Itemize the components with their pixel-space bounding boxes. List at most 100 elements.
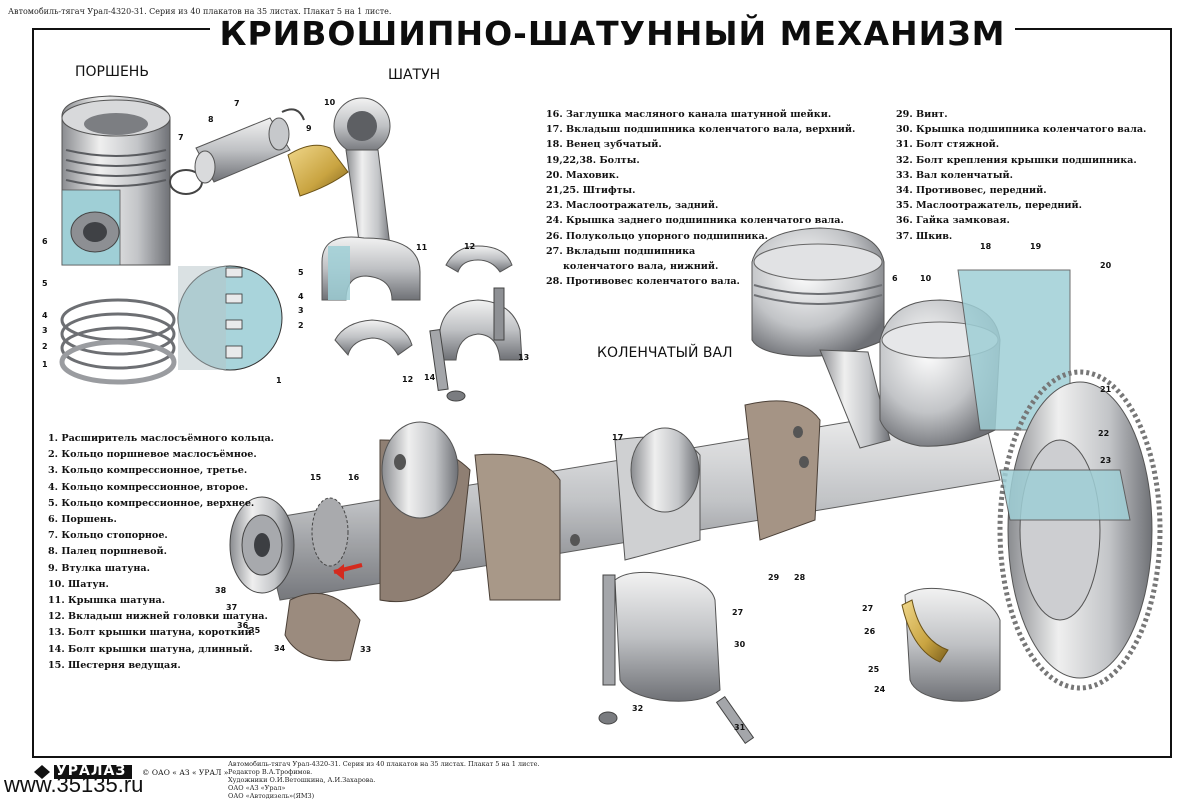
legend-item: 24. Крышка заднего подшипника коленчатог… [546, 215, 844, 227]
legend-parts-16-28: 16. Заглушка масляного канала шатунной ш… [546, 107, 855, 289]
legend-item: 9. Втулка шатуна. [48, 562, 150, 574]
svg-text:14: 14 [424, 373, 436, 382]
title-backdrop [210, 16, 1015, 50]
svg-text:30: 30 [734, 640, 746, 649]
legend-item: 10. Шатун. [48, 578, 109, 590]
legend-item: 31. Болт стяжной. [896, 139, 1000, 151]
legend-item: 34. Противовес, передний. [896, 185, 1047, 197]
flywheel [997, 369, 1163, 691]
logo-text: УРАЛАЗ [56, 763, 127, 779]
svg-text:12: 12 [402, 375, 413, 384]
legend-parts-1-15: 1. Расширитель маслосъёмного кольца. 2. … [48, 431, 274, 674]
legend-parts-29-37: 29. Винт. 30. Крышка подшипника коленчат… [896, 107, 1146, 244]
svg-text:28: 28 [794, 573, 806, 582]
crankshaft [259, 399, 1001, 603]
svg-text:31: 31 [734, 723, 746, 732]
svg-text:34: 34 [274, 644, 286, 653]
svg-text:21: 21 [1100, 385, 1112, 394]
poster-title: КРИВОШИПНО-ШАТУННЫЙ МЕХАНИЗМ [219, 14, 1006, 53]
legend-item: 19,22,38. Болты. [546, 154, 640, 166]
svg-text:2: 2 [298, 321, 304, 330]
svg-text:13: 13 [518, 353, 529, 362]
svg-text:27: 27 [732, 608, 743, 617]
svg-text:17: 17 [612, 433, 623, 442]
svg-text:9: 9 [306, 124, 312, 133]
svg-text:18: 18 [980, 242, 992, 251]
svg-text:12: 12 [464, 242, 475, 251]
svg-text:4: 4 [42, 311, 48, 320]
legend-item: 26. Полукольцо упорного подшипника. [546, 230, 769, 242]
credit-line: ОАО «АЗ «Урал» [228, 784, 286, 792]
legend-item: 4. Кольцо компрессионное, второе. [48, 481, 249, 493]
legend-item: 11. Крышка шатуна. [48, 595, 166, 607]
svg-text:29: 29 [768, 573, 780, 582]
svg-text:1: 1 [42, 360, 48, 369]
svg-text:26: 26 [864, 627, 876, 636]
legend-item: 13. Болт крышки шатуна, короткий. [48, 627, 256, 639]
legend-item: 23. Маслоотражатель, задний. [546, 200, 719, 212]
legend-item: 7. Кольцо стопорное. [48, 530, 168, 542]
legend-item: 20. Маховик. [546, 169, 620, 181]
svg-text:5: 5 [298, 268, 304, 277]
legend-item: 27. Вкладыш подшипника [546, 245, 696, 257]
legend-item: 33. Вал коленчатый. [896, 169, 1013, 181]
section-crankshaft-label: КОЛЕНЧАТЫЙ ВАЛ [597, 345, 733, 361]
ural-az-logo [34, 765, 132, 779]
svg-text:3: 3 [298, 306, 304, 315]
svg-text:37: 37 [226, 603, 237, 612]
svg-text:35: 35 [249, 626, 261, 635]
svg-text:25: 25 [868, 665, 880, 674]
legend-item: 6. Поршень. [48, 514, 117, 526]
svg-text:10: 10 [324, 98, 336, 107]
svg-text:11: 11 [416, 243, 428, 252]
svg-text:2: 2 [42, 342, 48, 351]
svg-text:1: 1 [276, 376, 282, 385]
legend-item: 8. Палец поршневой. [48, 546, 168, 558]
connecting-rod [321, 97, 421, 357]
svg-text:24: 24 [874, 685, 886, 694]
svg-text:32: 32 [632, 704, 643, 713]
svg-text:5: 5 [42, 279, 48, 288]
legend-item: 5. Кольцо компрессионное, верхнее. [48, 497, 255, 509]
credit-line: Автомобиль-тягач Урал-4320-31. Серия из … [228, 760, 540, 768]
legend-item: 17. Вкладыш подшипника коленчатого вала,… [546, 124, 856, 136]
svg-text:4: 4 [298, 292, 304, 301]
svg-text:6: 6 [892, 274, 898, 283]
legend-item: 36. Гайка замковая. [896, 215, 1010, 227]
svg-text:10: 10 [920, 274, 932, 283]
legend-item: 35. Маслоотражатель, передний. [896, 200, 1082, 212]
legend-item: 14. Болт крышки шатуна, длинный. [48, 643, 253, 655]
svg-text:8: 8 [208, 115, 214, 124]
credit-line: Редактор В.А.Трофимов. [228, 768, 313, 776]
legend-item: коленчатого вала, нижний. [563, 261, 719, 273]
svg-text:7: 7 [234, 99, 240, 108]
legend-item: 32. Болт крепления крышки подшипника. [896, 154, 1137, 166]
rod-cap-group [429, 245, 523, 402]
svg-text:6: 6 [42, 237, 48, 246]
credit-line: Художники О.И.Ветошкина, А.И.Захарова. [228, 776, 376, 784]
svg-text:15: 15 [310, 473, 322, 482]
svg-text:20: 20 [1100, 261, 1112, 270]
piston-ring-set [59, 298, 177, 385]
legend-item: 18. Венец зубчатый. [546, 139, 662, 151]
credit-line: ОАО «Автодизель»(ЯМЗ) [228, 792, 315, 800]
legend-item: 21,25. Штифты. [546, 185, 636, 197]
svg-text:38: 38 [215, 586, 227, 595]
legend-item: 1. Расширитель маслосъёмного кольца. [48, 433, 275, 444]
legend-item: 30. Крышка подшипника коленчатого вала. [896, 124, 1147, 136]
series-caption: Автомобиль-тягач Урал-4320-31. Серия из … [8, 7, 392, 16]
svg-text:33: 33 [360, 645, 371, 654]
svg-text:27: 27 [862, 604, 873, 613]
svg-text:16: 16 [348, 473, 360, 482]
piston-pin-group [169, 108, 349, 197]
section-piston-label: ПОРШЕНЬ [75, 64, 149, 80]
credits-block: Автомобиль-тягач Урал-4320-31. Серия из … [228, 760, 540, 800]
legend-item: 15. Шестерня ведущая. [48, 659, 181, 671]
legend-item: 12. Вкладыш нижней головки шатуна. [48, 611, 268, 623]
copyright: © ОАО « АЗ « УРАЛ » [142, 768, 229, 777]
legend-item: 29. Винт. [896, 109, 948, 120]
main-bearing-caps [598, 571, 1001, 745]
svg-text:22: 22 [1098, 429, 1109, 438]
